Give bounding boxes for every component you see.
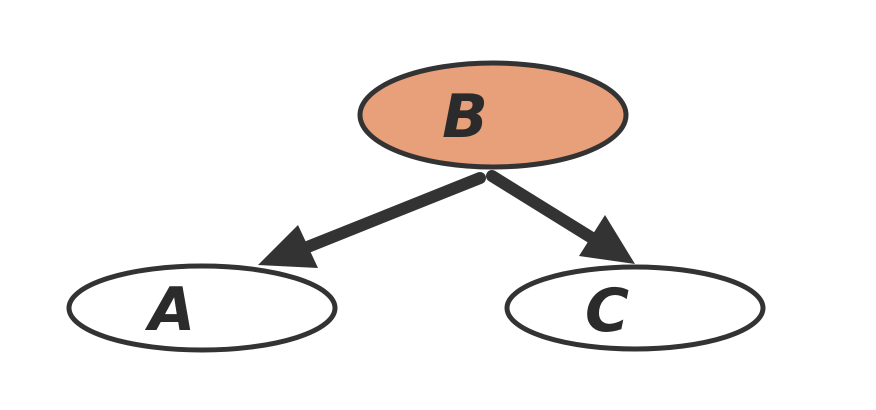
node-a-label: A [145,275,195,345]
node-b-label: B [442,82,488,152]
node-a-ellipse [66,263,338,353]
edge-b-to-c [486,170,635,264]
edge-b-to-c-line [486,170,598,244]
node-b: B [357,60,629,170]
node-a: A [66,263,338,353]
edge-b-to-a-arrowhead [258,225,318,268]
node-c: C [504,264,766,352]
node-b-ellipse [357,60,629,170]
node-c-label: C [585,276,629,346]
edge-b-to-a [258,172,486,268]
edge-b-to-c-arrowhead [579,215,635,264]
edge-b-to-a-line [299,172,486,254]
node-c-ellipse [504,264,766,352]
